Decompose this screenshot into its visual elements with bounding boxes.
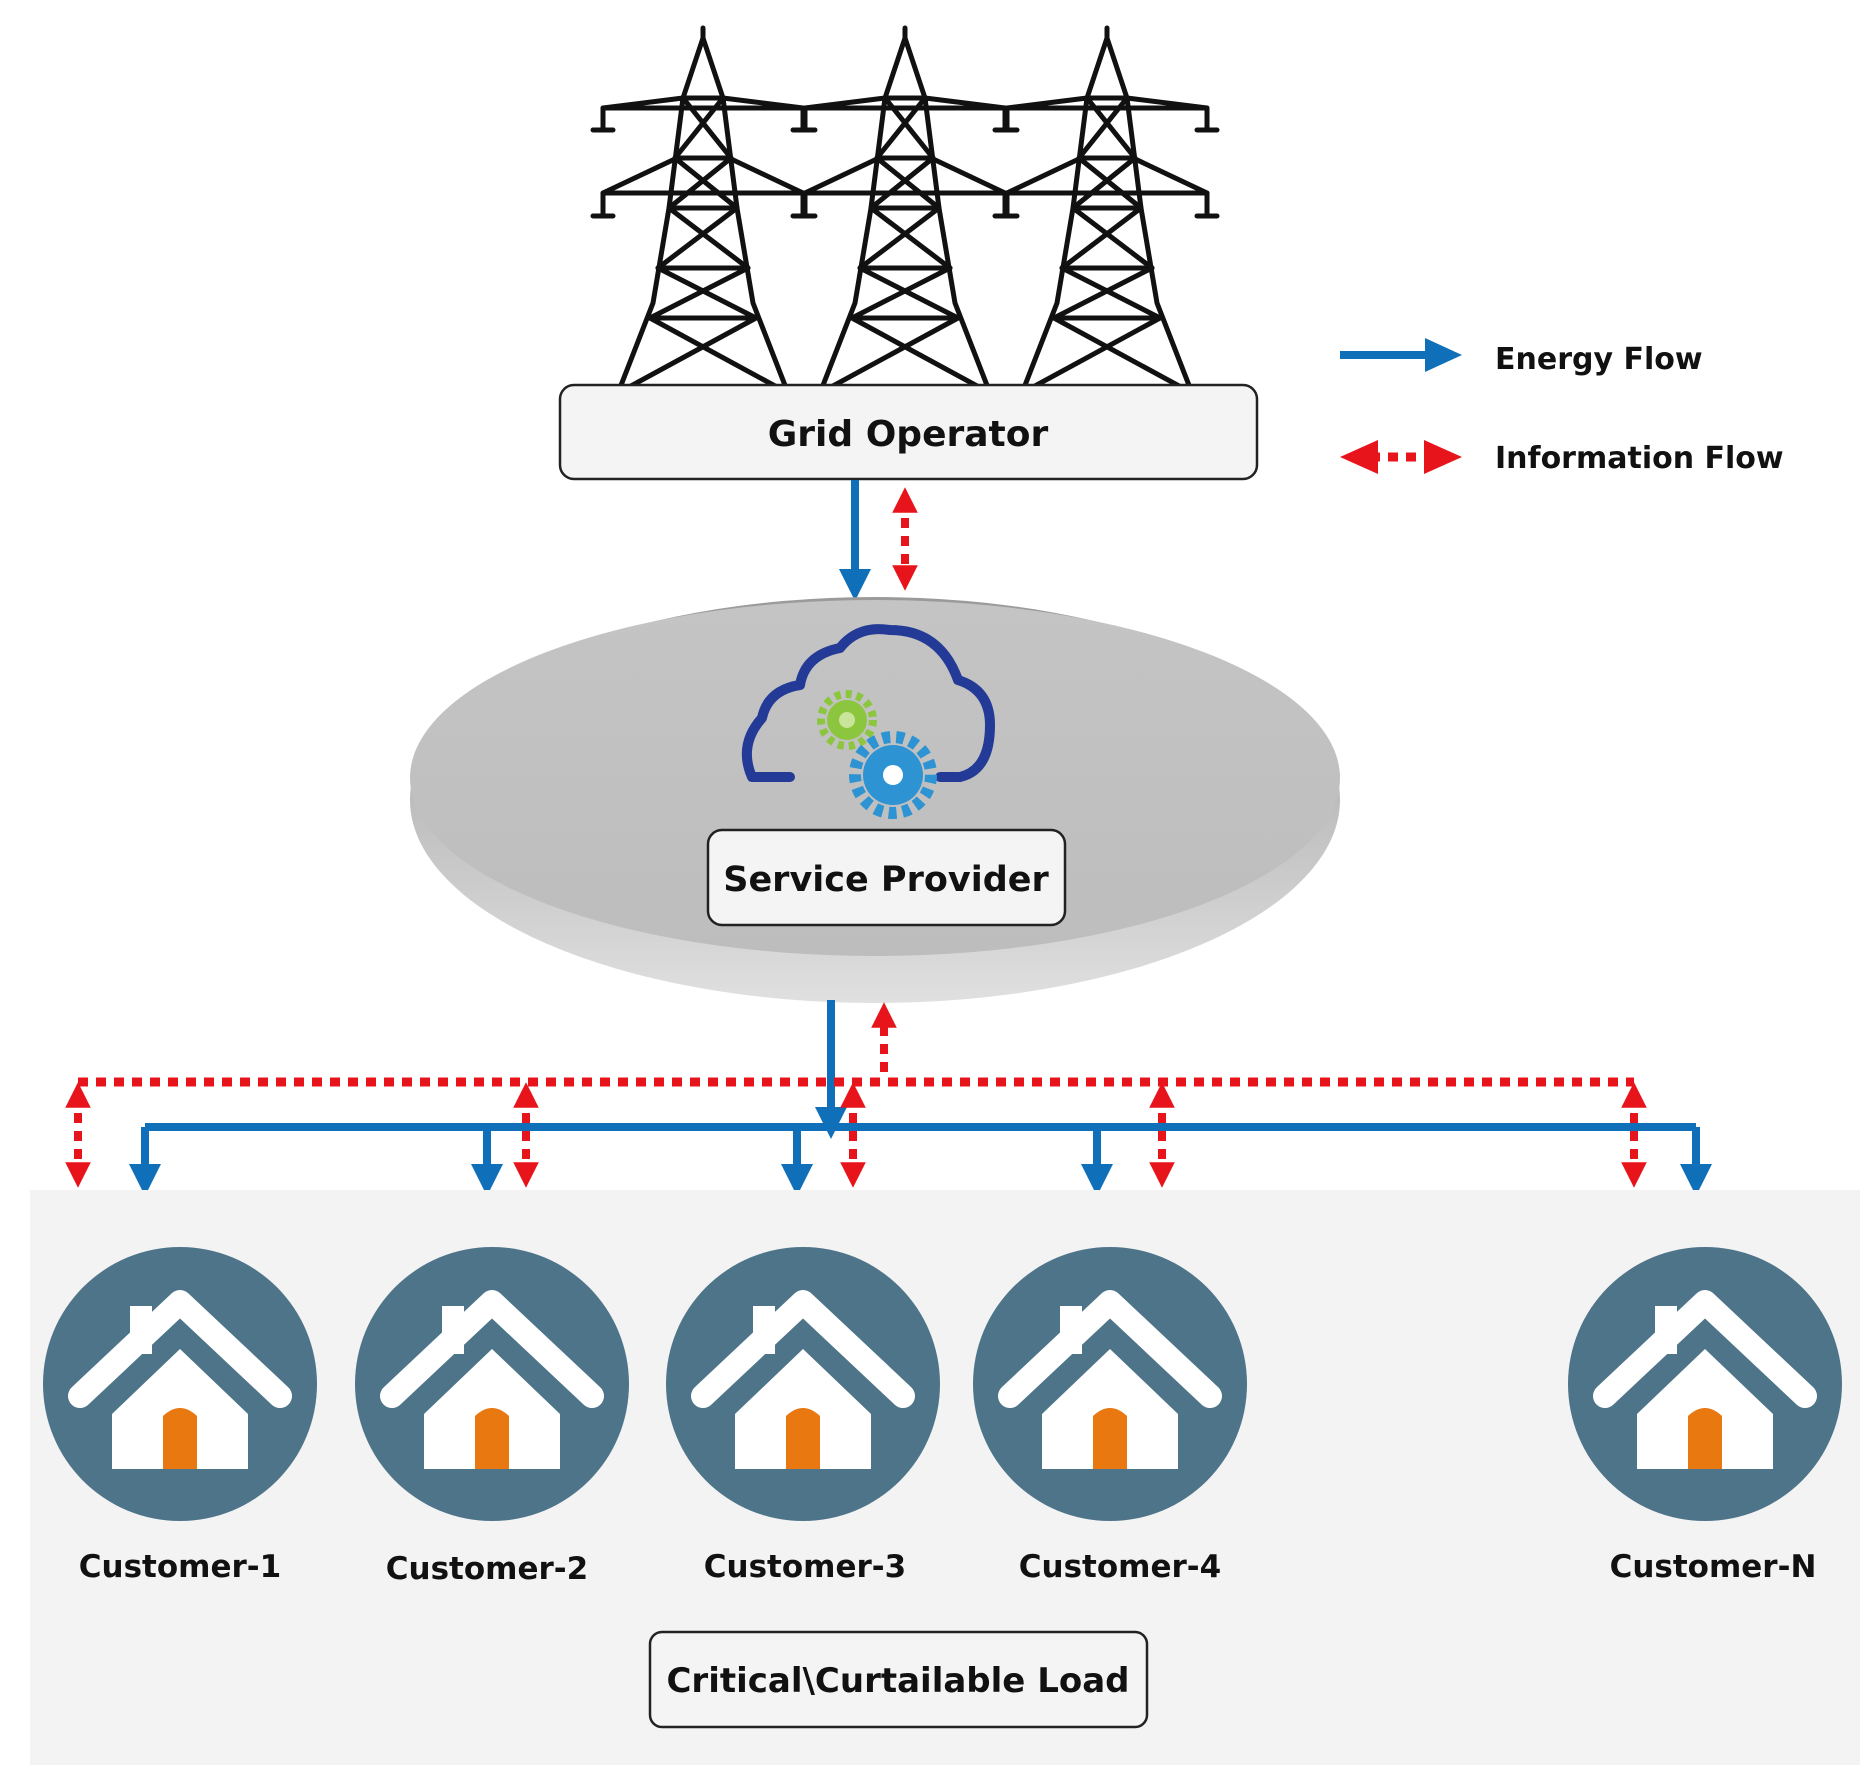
- energy-drops: [129, 1127, 1712, 1196]
- legend: Energy Flow Information Flow: [1340, 338, 1784, 476]
- information-drops: [65, 1082, 1647, 1188]
- customer-4: Customer-4: [973, 1247, 1247, 1585]
- customer-3: Customer-3: [666, 1247, 940, 1585]
- grid-operator-label: Grid Operator: [768, 414, 1049, 455]
- service-provider-box: Service Provider: [706, 828, 1067, 927]
- energy-flow-legend-label: Energy Flow: [1495, 342, 1703, 377]
- house-icon: [355, 1247, 629, 1521]
- house-icon: [666, 1247, 940, 1521]
- house-icon: [1568, 1247, 1842, 1521]
- load-box: Critical\Curtailable Load: [648, 1630, 1149, 1729]
- house-icon: [973, 1247, 1247, 1521]
- cloud-gear-icon: [741, 624, 995, 819]
- grid-operator-box: Grid Operator: [558, 383, 1259, 481]
- house-icon: [43, 1247, 317, 1521]
- information-flow-legend-label: Information Flow: [1495, 441, 1784, 476]
- customer-2: Customer-2: [355, 1247, 629, 1587]
- customer-label: Customer-N: [1610, 1549, 1817, 1585]
- customer-label: Customer-4: [1019, 1549, 1221, 1585]
- customer-label: Customer-2: [386, 1551, 588, 1587]
- service-provider-label: Service Provider: [723, 860, 1049, 900]
- customer-n: Customer-N: [1568, 1247, 1842, 1585]
- transmission-tower-icon: [593, 28, 1217, 393]
- load-box-label: Critical\Curtailable Load: [666, 1661, 1129, 1701]
- customer-1: Customer-1: [43, 1247, 317, 1585]
- customer-label: Customer-1: [79, 1549, 281, 1585]
- service-provider-platform: [410, 597, 1340, 1003]
- customer-label: Customer-3: [704, 1549, 906, 1585]
